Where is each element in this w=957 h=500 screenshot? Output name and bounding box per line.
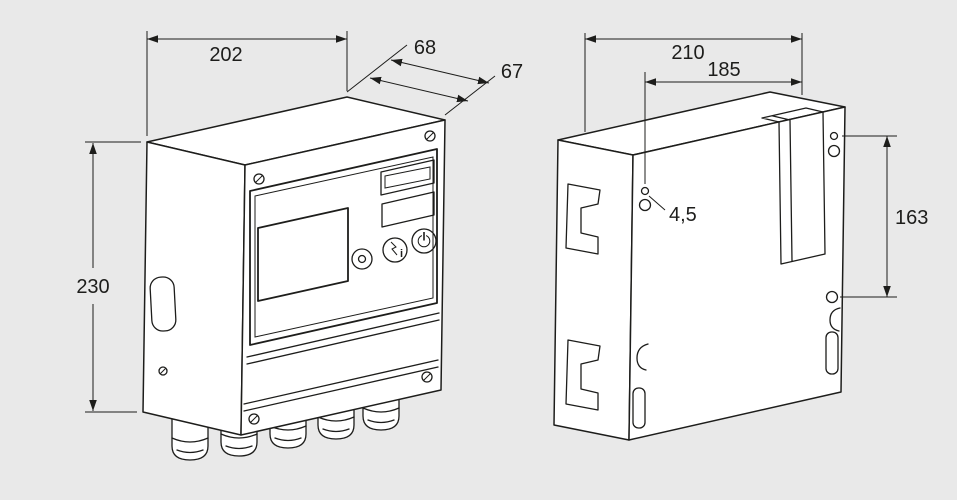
status-display	[380, 159, 435, 196]
dim-depth-68: 68	[390, 37, 490, 85]
mounting-hole	[829, 131, 839, 141]
dim-hole-diameter-label: 4,5	[669, 204, 697, 226]
leader-line	[648, 195, 666, 211]
extension-lines	[85, 141, 141, 413]
dim-hole-spacing-height-label: 163	[895, 207, 928, 229]
panel-inner-frame	[254, 156, 434, 338]
dim-depth-67: 67	[369, 61, 523, 103]
mounting-holes	[638, 131, 841, 304]
corner-screws	[248, 130, 436, 425]
side-vent-slot	[149, 276, 177, 332]
housing-side-face	[142, 141, 246, 436]
status-led-button-ring[interactable]	[351, 248, 373, 270]
dimension-line	[369, 76, 469, 103]
dim-height-230: 230	[76, 141, 141, 413]
dimension-line	[390, 58, 490, 85]
dim-height-label: 230	[76, 276, 109, 298]
rear-back-face	[628, 106, 846, 441]
extension-lines	[584, 33, 803, 132]
dim-hole-spacing-163: 163	[840, 135, 928, 298]
housing-front-face	[240, 119, 446, 436]
screw	[248, 413, 260, 425]
dim-hole-spacing-185: 185	[644, 59, 802, 184]
terminal-cover-grooves	[243, 312, 440, 412]
mounting-hook-bottom	[565, 339, 601, 411]
screw	[424, 130, 436, 142]
mounting-slot-left	[632, 387, 646, 429]
mounting-hole	[827, 144, 841, 158]
side-screw-head	[158, 366, 168, 376]
panel-outer-frame	[249, 148, 438, 346]
extension-lines	[146, 31, 348, 136]
label-window	[381, 191, 435, 228]
power-button[interactable]	[411, 228, 437, 254]
screw	[253, 173, 265, 185]
dim-width-202: 202	[146, 31, 348, 136]
mounting-slot-right	[825, 331, 839, 375]
main-display	[257, 207, 349, 302]
back-view-group: 210 185 163 4,5	[553, 33, 928, 441]
mounting-hook-top	[565, 183, 601, 255]
power-button-ring[interactable]	[411, 228, 437, 254]
mounting-hole	[825, 290, 839, 304]
mounting-hole	[640, 186, 650, 196]
side-screw-slot	[160, 368, 166, 374]
cable-gland-seams	[171, 407, 400, 454]
dim-hole-diameter: 4,5	[648, 195, 697, 226]
lightning-icon	[390, 241, 398, 256]
reset-info-button[interactable]: i	[382, 237, 408, 263]
cable-channel	[761, 107, 826, 265]
info-icon-letter: i	[400, 248, 403, 260]
front-view-group: i 202 230 68	[76, 31, 523, 461]
screw	[421, 371, 433, 383]
spring-clips	[636, 307, 841, 371]
dim-depth-total-label: 68	[414, 37, 436, 59]
dim-depth-label: 67	[501, 61, 523, 83]
dim-rear-width-label: 210	[671, 42, 704, 64]
status-led-icon	[357, 254, 367, 264]
status-display-window	[384, 166, 431, 189]
status-display-frame	[380, 159, 435, 196]
reset-info-button-ring[interactable]	[382, 237, 408, 263]
status-led-button[interactable]	[351, 248, 373, 270]
screw-slots	[250, 132, 434, 423]
dim-width-210: 210	[584, 33, 803, 132]
dim-hole-spacing-width-label: 185	[707, 59, 740, 81]
side-screw	[158, 366, 168, 376]
mounting-hole	[638, 198, 652, 212]
dim-width-label: 202	[209, 44, 242, 66]
control-panel: i	[243, 148, 440, 412]
